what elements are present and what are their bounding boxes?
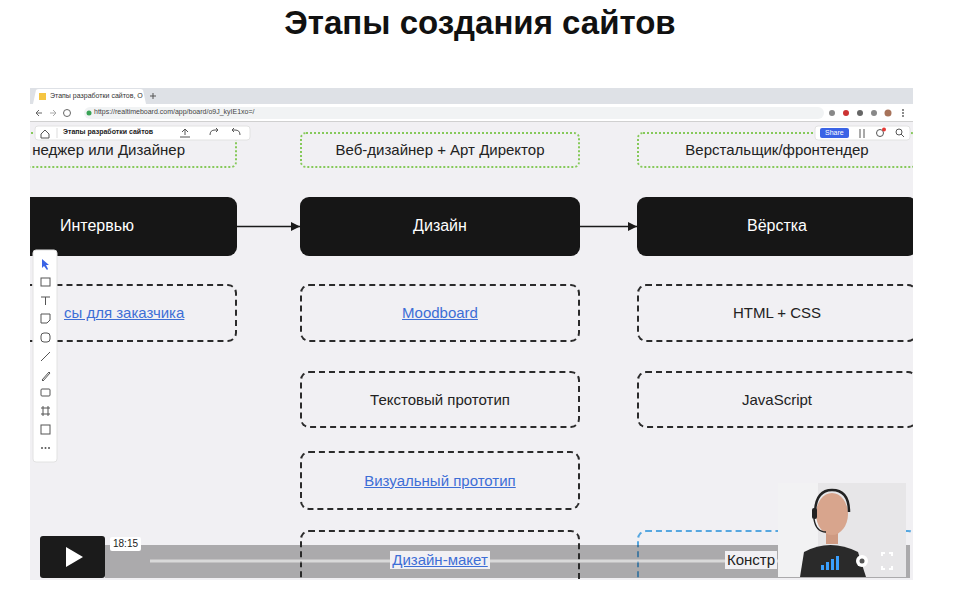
node-text: Вёрстка (747, 217, 807, 235)
node-text: Интервью (60, 217, 134, 235)
node-text: Текстовый прототип (368, 391, 512, 408)
task-box: JavaScript (637, 371, 913, 428)
node-text: HTML + CSS (731, 304, 823, 321)
stage-box: Интервью (30, 197, 237, 256)
node-text: JavaScript (740, 391, 814, 408)
role-box: Веб-дизайнер + Арт Директор (300, 132, 580, 168)
node-text: Констр (725, 551, 777, 568)
task-box: Текстовый прототип (300, 371, 580, 428)
browser-tab-title: Этапы разработки сайтов, О (50, 92, 143, 100)
stage-box: Дизайн (300, 197, 580, 256)
page-title: Этапы создания сайтов (0, 4, 960, 42)
video-timestamp: 18:15 (110, 537, 141, 551)
task-box: Moodboard (300, 284, 580, 342)
task-box: HTML + CSS (637, 284, 913, 342)
node-text: неджер или Дизайнер (32, 141, 185, 158)
page-url: https://realtimeboard.com/app/board/o9J_… (94, 108, 255, 116)
task-box: сы для заказчика (30, 284, 237, 342)
node-text: Верстальщик/фронтендер (685, 141, 868, 158)
flow-arrow (580, 226, 637, 228)
node-text: Moodboard (400, 304, 480, 321)
task-box: Визуальный прототип (300, 451, 580, 510)
node-text: Дизайн-макет (390, 551, 490, 568)
stage-box: Вёрстка (637, 197, 913, 256)
node-text: сы для заказчика (62, 304, 186, 321)
board-name: Этапы разработки сайтов (63, 128, 153, 136)
node-text: Веб-дизайнер + Арт Директор (336, 141, 545, 158)
node-text: Дизайн (413, 217, 467, 235)
node-text: Визуальный прототип (362, 472, 518, 489)
share-button: Share (820, 128, 849, 138)
flow-arrow (237, 226, 300, 228)
